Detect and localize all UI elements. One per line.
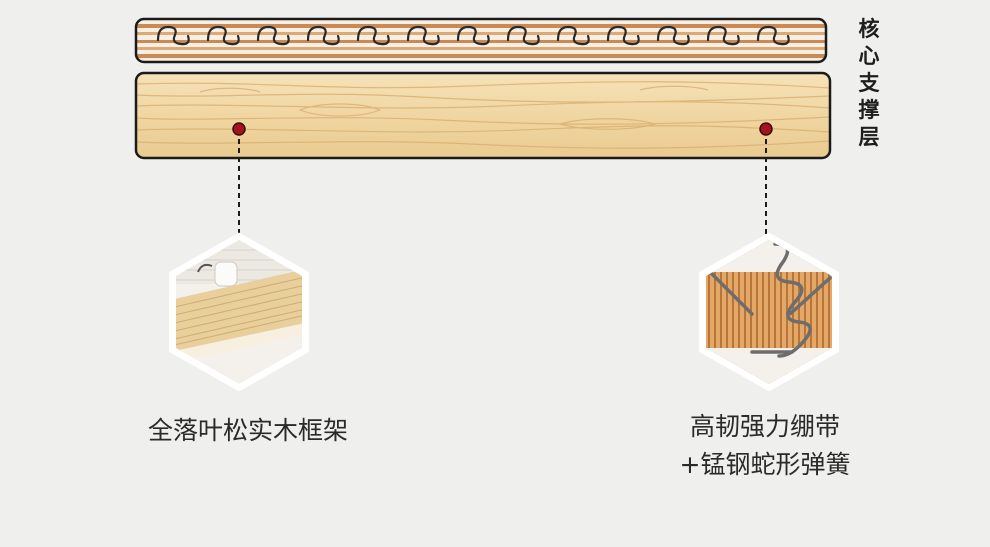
right-connector [759,122,773,240]
larch-frame-thumbnail [169,232,309,392]
left-marker-dot [232,122,246,136]
label-char: 核 [858,17,880,41]
label-char: 心 [858,44,880,68]
label-char: 层 [858,125,880,149]
larch-frame-caption: 全落叶松实木框架 [147,416,348,445]
left-connector [232,122,246,240]
spring-band-thumbnail [699,232,839,392]
spring-band-caption: 高韧强力绷带 +锰钢蛇形弹簧 [650,408,880,484]
label-char: 撑 [858,98,880,122]
core-support-layer-label: 核 心 支 撑 层 [853,16,885,151]
wood-plank [134,71,832,160]
top-spring-layer [134,17,828,64]
label-char: 支 [858,71,880,95]
spring-band-caption-line1: 高韧强力绷带 [689,412,840,441]
right-marker-dot [759,122,773,136]
spring-band-caption-line2: +锰钢蛇形弹簧 [679,450,851,479]
